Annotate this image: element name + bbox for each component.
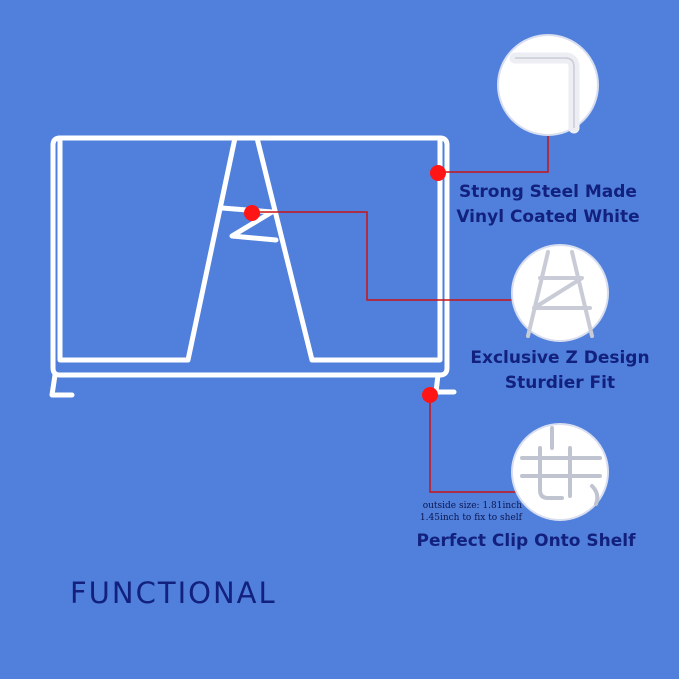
feature-label-z-design: Exclusive Z Design Sturdier Fit	[455, 346, 665, 396]
size-note: outside size: 1.81inch 1.45inch to fix t…	[400, 500, 522, 524]
feature-label-steel: Strong Steel Made Vinyl Coated White	[448, 180, 648, 230]
feature-label-clip: Perfect Clip Onto Shelf	[396, 529, 656, 553]
shelf-clip-detail-magnifier	[511, 423, 609, 521]
size-note-line1: outside size: 1.81inch	[422, 501, 522, 511]
feature-steel-line2: Vinyl Coated White	[456, 207, 640, 227]
feature-z-design-line1: Exclusive Z Design	[470, 348, 650, 368]
z-brace-detail-magnifier	[511, 244, 609, 342]
callout-leaders	[252, 128, 549, 493]
callout-dot-z-design	[244, 205, 260, 221]
feature-clip-line1: Perfect Clip Onto Shelf	[416, 531, 636, 551]
corner-detail-magnifier	[497, 34, 599, 136]
feature-z-design-line2: Sturdier Fit	[504, 373, 616, 393]
feature-steel-line1: Strong Steel Made	[459, 182, 637, 202]
callout-dot-clip	[422, 387, 438, 403]
size-note-line2: 1.45inch to fix to shelf	[419, 513, 522, 523]
shelf-divider-wire	[49, 135, 457, 398]
callout-dots	[244, 165, 446, 403]
callout-dot-steel	[430, 165, 446, 181]
brand-wordmark: FUNCTIONAL	[70, 576, 277, 610]
